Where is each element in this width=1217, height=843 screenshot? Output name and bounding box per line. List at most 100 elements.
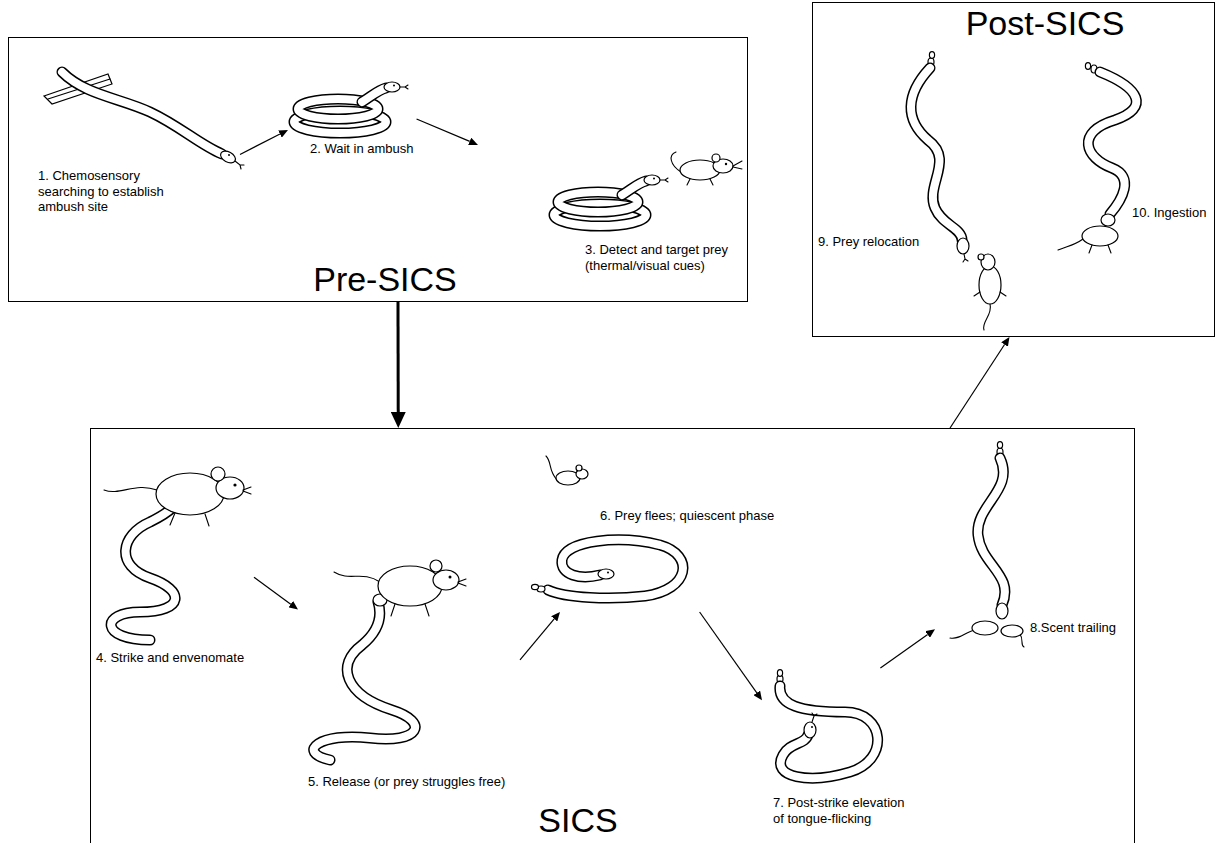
released-mouse	[334, 560, 466, 616]
envenomated-mice	[1001, 625, 1023, 637]
step-caption: 6. Prey flees; quiescent phase	[600, 508, 774, 524]
phase-title: Pre-SICS	[313, 261, 457, 298]
step-caption: 10. Ingestion	[1132, 205, 1206, 221]
phase-title: Post-SICS	[966, 5, 1125, 42]
phase-panel: 1. Chemosensory searching to establish a…	[8, 37, 748, 302]
step-arrow	[240, 134, 280, 154]
struck-mouse	[211, 467, 225, 481]
step-caption: 9. Prey relocation	[818, 234, 919, 250]
quiescent-snake	[532, 584, 539, 589]
ambush-snake	[362, 88, 386, 102]
tongue-flicking-snake	[804, 722, 816, 738]
searching-snake	[62, 72, 222, 154]
targeting-snake	[622, 181, 646, 195]
step-box: 4. Strike and envenomate	[94, 466, 254, 672]
swallowed-mouse	[1082, 226, 1118, 246]
ingesting-snake	[1085, 63, 1136, 226]
step-arrow	[254, 577, 291, 604]
ingesting-snake	[1085, 63, 1090, 70]
releasing-snake	[314, 602, 415, 760]
tongue-flicking-snake	[811, 726, 813, 728]
targeting-snake	[644, 175, 660, 185]
step-caption: 8.Scent trailing	[1030, 620, 1116, 636]
envenomated-mice	[972, 621, 998, 635]
targeting-snake	[554, 175, 668, 226]
dead-mouse	[984, 304, 991, 330]
trailing-snake	[997, 442, 1002, 449]
relocating-snake	[911, 52, 969, 262]
step-box: 7. Post-strike elevation of tongue-flick…	[762, 668, 922, 829]
envenomated-mice	[950, 630, 975, 638]
swallowed-mouse	[1058, 239, 1083, 250]
phase-panel: 4. Strike and envenomate 5. Release (or p…	[90, 428, 1135, 843]
ambush-snake	[384, 82, 400, 92]
swallowed-mouse	[1058, 226, 1118, 253]
searching-snake	[44, 72, 244, 169]
prey-mouse	[687, 161, 742, 185]
step-arrow	[520, 619, 554, 660]
quiescent-snake	[607, 572, 609, 574]
striking-snake	[111, 508, 175, 640]
prey-mouse	[712, 154, 720, 162]
releasing-snake	[314, 602, 415, 760]
dead-mouse	[978, 254, 984, 260]
fleeing-mouse	[576, 465, 582, 471]
tongue-flicking-snake	[777, 670, 782, 677]
step-caption: 1. Chemosensory searching to establish a…	[38, 168, 190, 215]
released-mouse	[449, 576, 452, 579]
tongue-flicking-snake	[780, 686, 878, 778]
ingesting-snake	[1088, 72, 1136, 214]
fleeing-mouse	[546, 456, 588, 485]
fleeing-mouse	[546, 456, 557, 480]
quiescent-snake	[532, 540, 683, 598]
step-arrow	[700, 612, 757, 693]
dead-mouse	[979, 266, 1001, 304]
step-caption: 7. Post-strike elevation of tongue-flick…	[773, 795, 913, 826]
searching-snake	[219, 149, 238, 165]
struck-mouse	[170, 487, 251, 526]
envenomated-mice	[1020, 634, 1024, 647]
struck-mouse	[104, 487, 157, 491]
ingesting-snake	[1101, 214, 1115, 226]
prey-mouse	[671, 152, 742, 185]
step-box: 6. Prey flees; quiescent phase	[528, 455, 788, 612]
step-box: 9. Prey relocation	[816, 50, 1016, 335]
phase-panel: 9. Prey relocation 10. Ingestion Post-SICS	[812, 2, 1215, 337]
ingesting-snake	[1088, 72, 1136, 214]
tongue-flicking-snake	[777, 670, 878, 778]
step-caption: 4. Strike and envenomate	[96, 650, 244, 666]
quiescent-snake	[548, 540, 683, 598]
searching-snake	[235, 161, 244, 169]
released-mouse	[391, 579, 466, 616]
striking-snake	[111, 500, 185, 640]
dead-mouse	[974, 254, 1006, 330]
struck-mouse	[233, 483, 236, 486]
step-box: 8.Scent trailing	[935, 440, 1128, 648]
relocating-snake	[957, 238, 969, 254]
released-mouse	[378, 566, 442, 606]
envenomated-mice	[950, 621, 1024, 647]
trailing-snake	[996, 603, 1008, 619]
releasing-snake	[314, 594, 415, 760]
released-mouse	[433, 570, 459, 590]
targeting-snake	[653, 178, 655, 180]
ambush-snake	[362, 88, 386, 102]
step-box: 2. Wait in ambush	[288, 75, 417, 160]
step-arrow	[950, 345, 1005, 428]
step-caption: 5. Release (or prey struggles free)	[308, 774, 505, 790]
tongue-flicking-snake	[812, 713, 817, 722]
ambush-snake	[294, 82, 408, 133]
trailing-snake	[978, 442, 1008, 619]
step-caption: 3. Detect and target prey (thermal/visua…	[585, 242, 745, 273]
swallowed-mouse	[1089, 245, 1111, 253]
searching-snake	[228, 154, 230, 156]
struck-mouse	[104, 467, 251, 526]
step-box: 5. Release (or prey struggles free)	[298, 548, 520, 794]
relocating-snake	[911, 68, 962, 240]
ambush-snake	[400, 85, 408, 89]
searching-snake	[62, 72, 222, 154]
striking-snake	[111, 508, 175, 640]
relocating-snake	[911, 68, 962, 240]
